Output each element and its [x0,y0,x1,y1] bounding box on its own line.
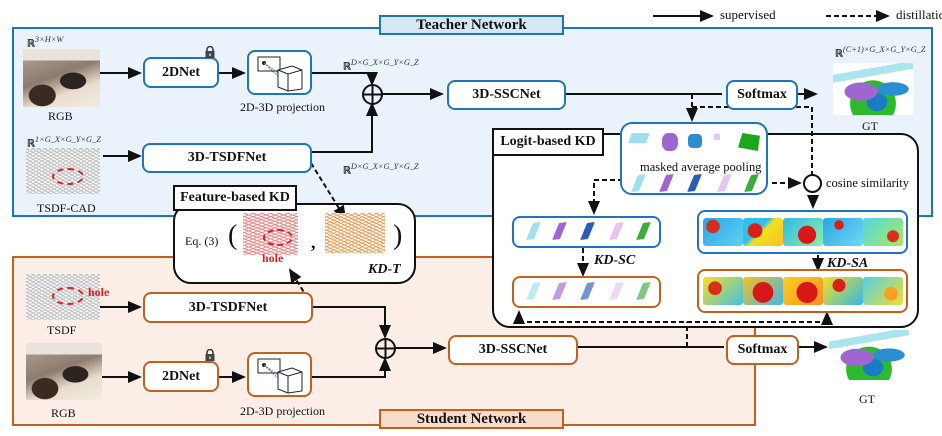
teacher-gt-image [833,63,913,115]
teacher-tsdf-label: TSDF-CAD [37,201,96,215]
kd-t-label: KD-T [368,262,401,277]
teacher-rgb-dim: ℝ3×H×W [27,35,64,50]
teacher-fusion-plus-icon [362,84,383,105]
teacher-projection-box [247,50,312,95]
teacher-feature-map [325,213,385,253]
student-fusion-plus-icon [375,338,396,359]
student-rgb-image [26,343,102,400]
projection-icon [257,56,302,92]
kd-sa-label: KD-SA [827,256,869,271]
student-rgb-label: RGB [51,406,76,420]
teacher-sscnet-box: 3D-SSCNet [447,80,566,110]
teacher-pooled-vectors [630,174,770,192]
teacher-tsdf-dim: ℝ1×G_X×G_Y×G_Z [27,135,101,150]
class-mask-shapes [628,131,760,153]
feature-kd-close-paren: ) [393,220,403,251]
student-tsdfnet-box: 3D-TSDFNet [143,292,313,323]
kd-sc-label: KD-SC [594,253,636,268]
student-gt-image [829,330,909,380]
teacher-feat-dim-bottom: ℝD×G_X×G_Y×G_Z [343,162,419,177]
lock-icon [205,46,215,58]
teacher-tsdf-region-ellipse [52,168,84,185]
kd-sc-student-vectors [525,282,655,300]
teacher-2dnet-box: 2DNet [143,57,219,88]
student-softmax-box: Softmax [726,335,799,365]
cosine-similarity-label: cosine similarity [826,176,909,190]
student-gt-label: GT [859,392,875,406]
teacher-softmax-box: Softmax [726,80,798,110]
teacher-tsdfnet-box: 3D-TSDFNet [142,143,312,173]
feature-kd-comma: , [311,232,316,252]
projection-icon [257,358,302,394]
teacher-rgb-image [23,49,100,107]
legend-supervised-label: supervised [720,7,776,22]
student-network-title: Student Network [379,409,564,429]
student-hole-label: hole [88,285,110,299]
teacher-gt-label: GT [862,119,878,133]
kd-sa-teacher-heatmaps [703,218,903,248]
teacher-output-dim: ℝ(C+1)×G_X×G_Y×G_Z [835,45,926,60]
logit-kd-title: Logit-based KD [492,128,604,156]
lock-icon [205,349,215,361]
kd-sa-student-heatmaps [703,277,903,307]
student-tsdf-hole-ellipse [52,287,84,305]
student-2dnet-box: 2DNet [143,361,219,392]
student-projection-box [247,352,312,397]
student-tsdf-label: TSDF [47,323,77,337]
feature-kd-title: Feature-based KD [173,185,297,211]
teacher-network-title: Teacher Network [379,15,564,35]
student-projection-label: 2D-3D projection [240,404,325,418]
kd-sc-teacher-vectors [525,222,655,240]
teacher-rgb-label: RGB [48,109,73,123]
masked-pooling-label: masked average pooling [640,160,762,174]
cosine-similarity-operator [803,174,822,193]
feature-hole-ellipse [263,229,293,246]
teacher-feat-dim-top: ℝD×G_X×G_Y×G_Z [343,58,419,73]
feature-kd-open-paren: ( [228,220,238,251]
legend-distillation-label: distillation [896,7,942,22]
feature-hole-label: hole [262,251,284,265]
student-sscnet-box: 3D-SSCNet [448,335,578,365]
feature-kd-equation: Eq. (3) [185,234,219,248]
teacher-projection-label: 2D-3D projection [240,100,325,114]
